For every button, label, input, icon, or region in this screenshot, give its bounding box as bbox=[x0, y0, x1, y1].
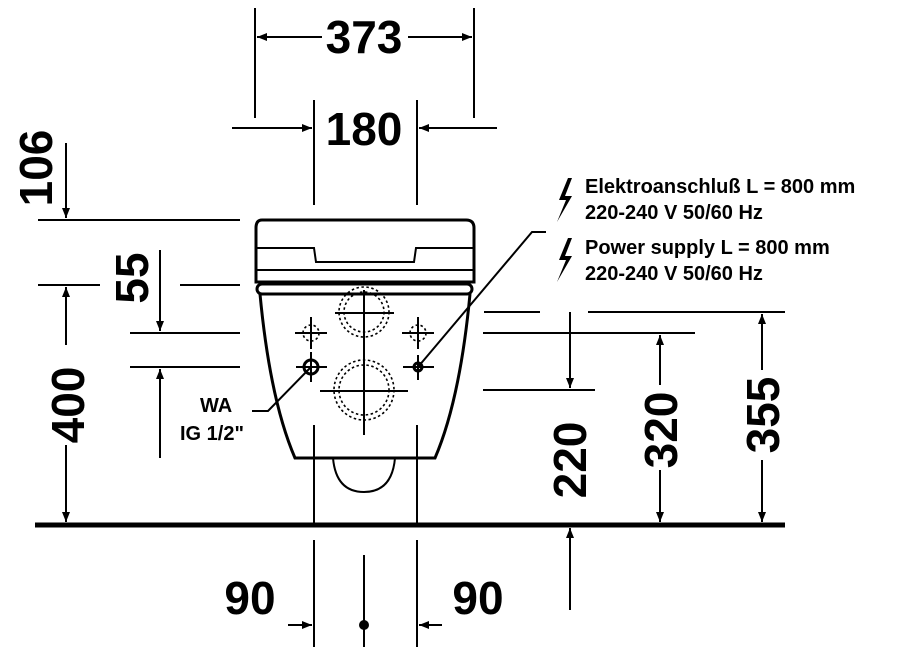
lightning-icon bbox=[557, 178, 572, 222]
dimension-label: 400 bbox=[42, 367, 94, 444]
water-label: WA bbox=[200, 395, 232, 417]
water-size-label: IG 1/2" bbox=[180, 423, 244, 445]
dimension-400: 400 bbox=[38, 284, 100, 522]
electric-en-voltage: 220-240 V 50/60 Hz bbox=[585, 263, 763, 285]
dimension-220: 220 bbox=[544, 312, 596, 610]
electric-de-label: Elektroanschluß L = 800 mm bbox=[585, 176, 855, 198]
dimension-320: 320 bbox=[635, 335, 687, 522]
dimension-label: 220 bbox=[544, 422, 596, 499]
dimension-373: 373 bbox=[254, 8, 475, 118]
electric-en-label: Power supply L = 800 mm bbox=[585, 237, 830, 259]
dimension-label: 320 bbox=[635, 392, 687, 469]
dimension-106: 106 bbox=[10, 130, 240, 221]
toilet-front-view bbox=[254, 218, 476, 525]
dimension-label: 55 bbox=[106, 252, 158, 303]
lightning-icon bbox=[557, 238, 572, 282]
dimension-label: 90 bbox=[452, 572, 503, 624]
dimension-label: 106 bbox=[10, 130, 62, 207]
dimension-label: 373 bbox=[326, 11, 403, 63]
dimension-355: 355 bbox=[737, 314, 789, 522]
dimension-label: 90 bbox=[224, 572, 275, 624]
dimension-180: 180 bbox=[232, 100, 497, 205]
dimension-label: 180 bbox=[326, 103, 403, 155]
electric-de-voltage: 220-240 V 50/60 Hz bbox=[585, 202, 763, 224]
dimension-90-90: 90 90 bbox=[224, 540, 504, 647]
dimension-55: 55 bbox=[106, 250, 240, 334]
dimension-label: 355 bbox=[737, 377, 789, 454]
